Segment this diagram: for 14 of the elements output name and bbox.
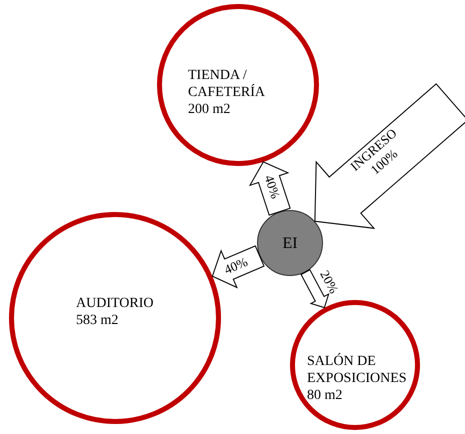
space-name: AUDITORIO (76, 295, 155, 312)
hub-label: EI (282, 234, 298, 252)
edge-label: 40% (220, 253, 251, 280)
area-label: 200 m2 (188, 101, 232, 118)
edge-label: 40% (260, 172, 284, 202)
space-name: TIENDA / CAFETERÍA (188, 67, 266, 101)
block-arrow (212, 245, 265, 288)
edge-label: 20% (316, 267, 343, 298)
area-label: 583 m2 (76, 312, 120, 329)
block-arrow (248, 161, 291, 216)
space-name: SALÓN DE EXPOSICIONES (307, 353, 408, 387)
block-arrow (300, 269, 330, 308)
block-arrow (314, 83, 465, 229)
area-label: 80 m2 (307, 387, 344, 404)
